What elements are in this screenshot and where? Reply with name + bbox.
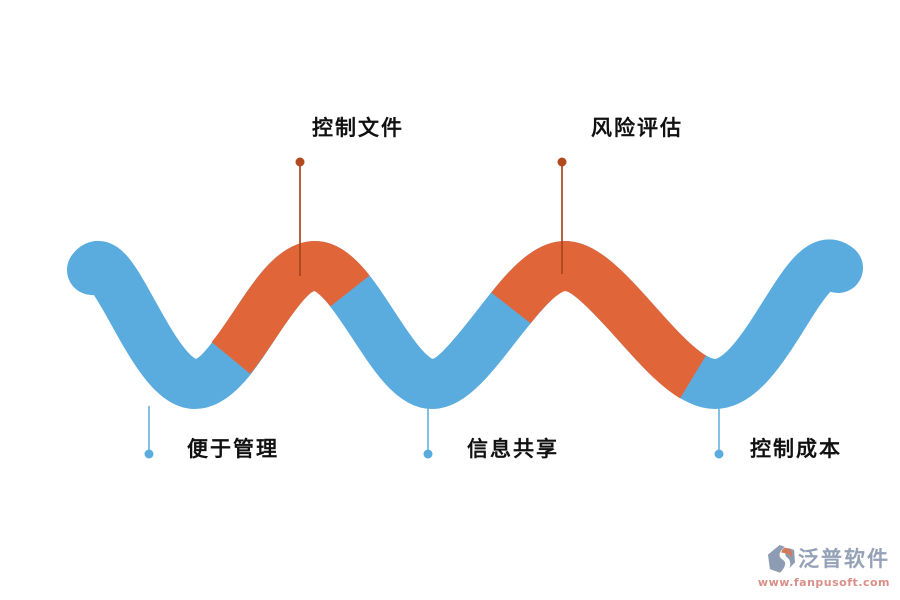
bottom-connector-dot-1 — [144, 449, 154, 459]
callout-label-easy-management: 便于管理 — [187, 437, 279, 461]
fanpu-logo-icon — [767, 545, 796, 574]
callout-label-information-sharing: 信息共享 — [467, 437, 559, 461]
watermark-brand-text: 泛普软件 — [798, 547, 890, 571]
bottom-connector-dot-2 — [423, 449, 433, 459]
top-connector-dot-2 — [557, 157, 567, 167]
callout-label-cost-control: 控制成本 — [750, 437, 842, 461]
wave-blue-segment — [67, 239, 863, 410]
wave-orange-segment-2 — [491, 240, 708, 399]
top-connector-dot-1 — [295, 157, 305, 167]
fanpu-watermark: 泛普软件 www.fanpusoft.com — [758, 544, 890, 588]
wave-orange-segment-1 — [211, 240, 370, 374]
bottom-connector-dot-3 — [714, 449, 724, 459]
watermark-url-text: www.fanpusoft.com — [757, 576, 890, 589]
callout-label-control-documents: 控制文件 — [312, 116, 404, 140]
callout-label-risk-assessment: 风险评估 — [591, 116, 683, 140]
